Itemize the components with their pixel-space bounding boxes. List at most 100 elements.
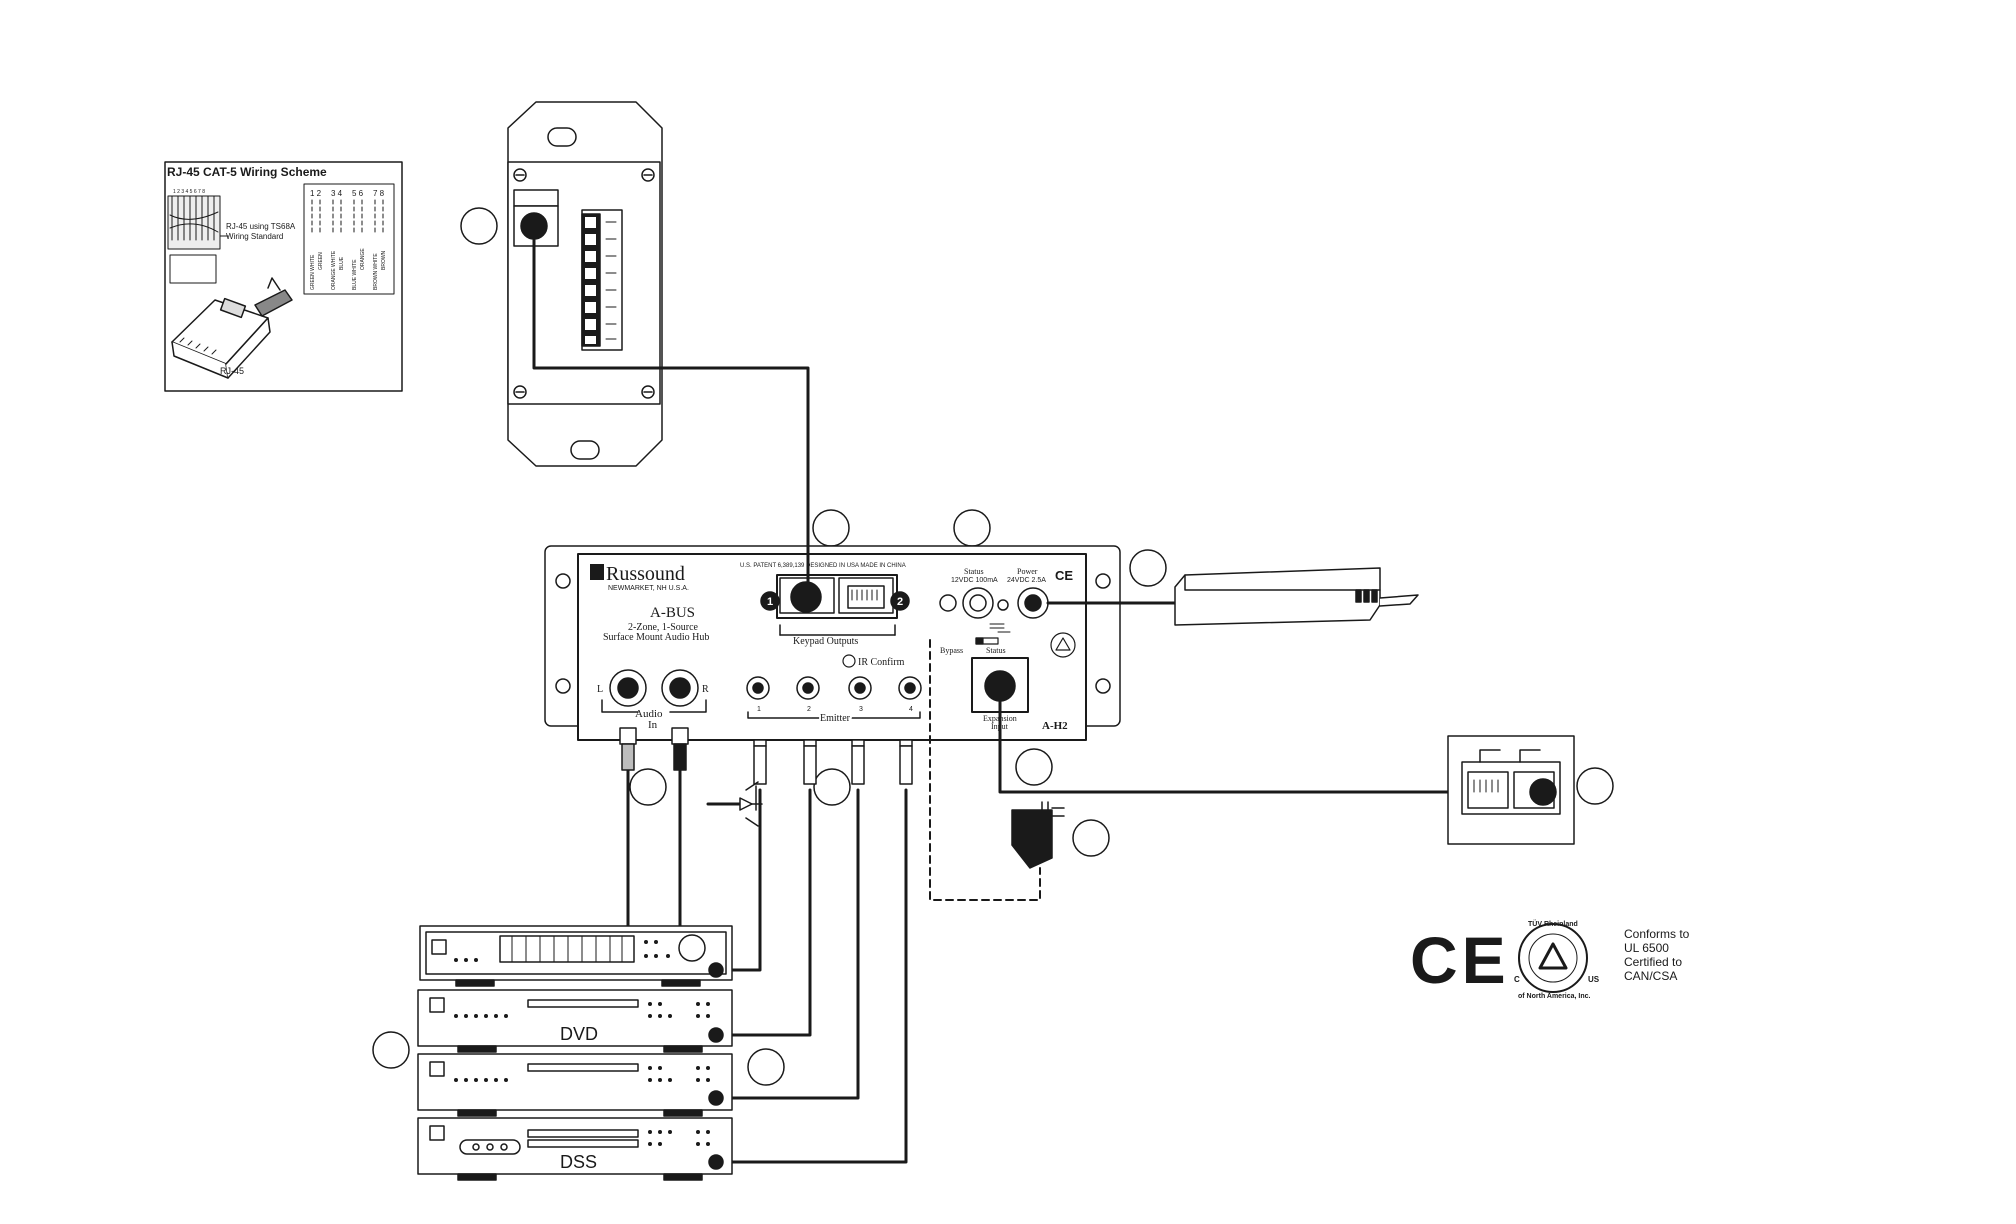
status-spec: 12VDC 100mA [951, 577, 998, 584]
callout-markers [372, 207, 1614, 1086]
certification-marks: CE TÜV Rheinland of North America, Inc. … [1410, 919, 1690, 1000]
emitter-plugs [753, 739, 913, 785]
callout-marker [1015, 748, 1053, 786]
screw-icon [513, 385, 527, 399]
pair-header-1: 1 2 [310, 189, 322, 198]
power-spec: 24VDC 2.5A [1007, 577, 1046, 584]
screw-icon [641, 385, 655, 399]
callout-marker [953, 509, 991, 547]
cert-line-3: Certified to [1624, 955, 1682, 969]
emitter-num-3: 3 [859, 706, 863, 713]
callout-marker [1129, 549, 1167, 587]
expansion-panel-jack[interactable] [1529, 778, 1557, 806]
keypad-outputs-label: Keypad Outputs [793, 636, 858, 647]
keypad-wall-plate [507, 101, 663, 467]
port-1-label: 1 [767, 596, 773, 608]
keypad-output-jack-2[interactable] [847, 585, 885, 609]
ir-confirm-label: IR Confirm [858, 657, 905, 668]
source-component-3 [417, 1053, 733, 1117]
expansion-cable [998, 684, 1532, 794]
port-2-label: 2 [897, 596, 903, 608]
russound-logo: Russound [590, 563, 685, 585]
tuv-bottom-text: of North America, Inc. [1518, 993, 1591, 1000]
emitter-cable-2 [714, 788, 812, 1037]
bypass-status-switch[interactable] [975, 637, 999, 645]
rj45-plug-icon [171, 277, 293, 379]
audio-label-1: Audio [635, 708, 663, 720]
pair-header-3: 5 6 [352, 189, 364, 198]
dss-label: DSS [560, 1152, 597, 1172]
status-switch-label: Status [986, 646, 1006, 655]
wire-color-1: GREEN WHITE [310, 254, 316, 290]
ir-extension-cable [929, 639, 1041, 901]
source-component-1 [419, 925, 733, 987]
source-component-dss [417, 1117, 733, 1181]
brand-location: NEWMARKET, NH U.S.A. [608, 585, 689, 592]
expansion-panel [1447, 735, 1575, 845]
ir-window [708, 1154, 724, 1170]
connector-label: RJ-45 [220, 366, 244, 376]
product-desc-1: 2-Zone, 1-Source [628, 622, 699, 633]
warning-triangle-icon [1050, 632, 1076, 658]
model-label: A-H2 [1042, 720, 1068, 732]
status-led [939, 594, 957, 612]
wire-color-8: BROWN [381, 250, 387, 270]
wire-color-6: ORANGE [360, 248, 366, 270]
wire-color-4: BLUE [339, 256, 345, 270]
wiring-scheme-title: RJ-45 CAT-5 Wiring Scheme [167, 165, 327, 179]
wall-adapter [1011, 801, 1065, 869]
audio-hub: Russound NEWMARKET, NH U.S.A. A-BUS 2-Zo… [544, 545, 1121, 741]
ir-window [708, 1027, 724, 1043]
cert-line-2: UL 6500 [1624, 941, 1669, 955]
color-code-box [303, 183, 395, 295]
tuv-c: C [1514, 975, 1520, 984]
source-component-dvd [417, 989, 733, 1053]
product-name: A-BUS [650, 605, 695, 621]
callout-marker [747, 1048, 785, 1086]
callout-marker [1576, 767, 1614, 805]
rca-plugs [619, 727, 689, 771]
ce-small-icon: CE [1055, 568, 1073, 583]
ce-mark-text: CE [1410, 923, 1510, 997]
pair-header-2: 3 4 [331, 189, 343, 198]
brand-name: Russound [606, 563, 685, 585]
emitter-num-1: 1 [757, 706, 761, 713]
ce-mark-icon: CE [1410, 923, 1510, 997]
cert-line-4: CAN/CSA [1624, 969, 1677, 983]
keypad-outputs [760, 574, 910, 636]
svg-text:CE: CE [1055, 568, 1073, 583]
tuv-us: US [1588, 975, 1600, 984]
ir-confirm-led [842, 654, 856, 668]
wire-color-5: BLUE WHITE [352, 259, 358, 290]
wiring-note-1: RJ-45 using TS68A [226, 222, 296, 231]
wire-color-7: BROWN WHITE [373, 253, 379, 290]
callout-marker [1072, 819, 1110, 857]
tuv-top-text: TÜV Rheinland [1528, 919, 1578, 928]
callout-marker [813, 768, 851, 806]
callout-marker [460, 207, 498, 245]
ir-window [708, 1090, 724, 1106]
legal-line: U.S. PATENT 6,389,139 DESIGNED IN USA MA… [740, 563, 906, 569]
ir-emitter-icon [706, 781, 763, 827]
screw-icon [641, 168, 655, 182]
emitter-cable-4 [714, 788, 908, 1164]
keypad-output-jack-1[interactable] [790, 581, 822, 613]
dvd-label: DVD [560, 1024, 598, 1044]
ir-window [708, 962, 724, 978]
wire-color-3: ORANGE WHITE [331, 250, 337, 290]
keypad-cable [532, 224, 810, 599]
callout-marker [629, 768, 667, 806]
rj45-plug-wires [167, 195, 229, 284]
status-label: Status [964, 567, 984, 576]
terminal-block [581, 209, 623, 351]
pair-header-4: 7 8 [373, 189, 385, 198]
wiring-note-2: Wiring Standard [226, 232, 283, 241]
cables [532, 224, 1532, 1164]
screw-icon [513, 168, 527, 182]
wiring-pin-numbers: 1 2 3 4 5 6 7 8 [173, 189, 205, 195]
tuv-logo [1518, 923, 1588, 993]
power-supply [1174, 567, 1419, 626]
wire-color-2: GREEN [318, 252, 324, 270]
callout-marker [812, 509, 850, 547]
